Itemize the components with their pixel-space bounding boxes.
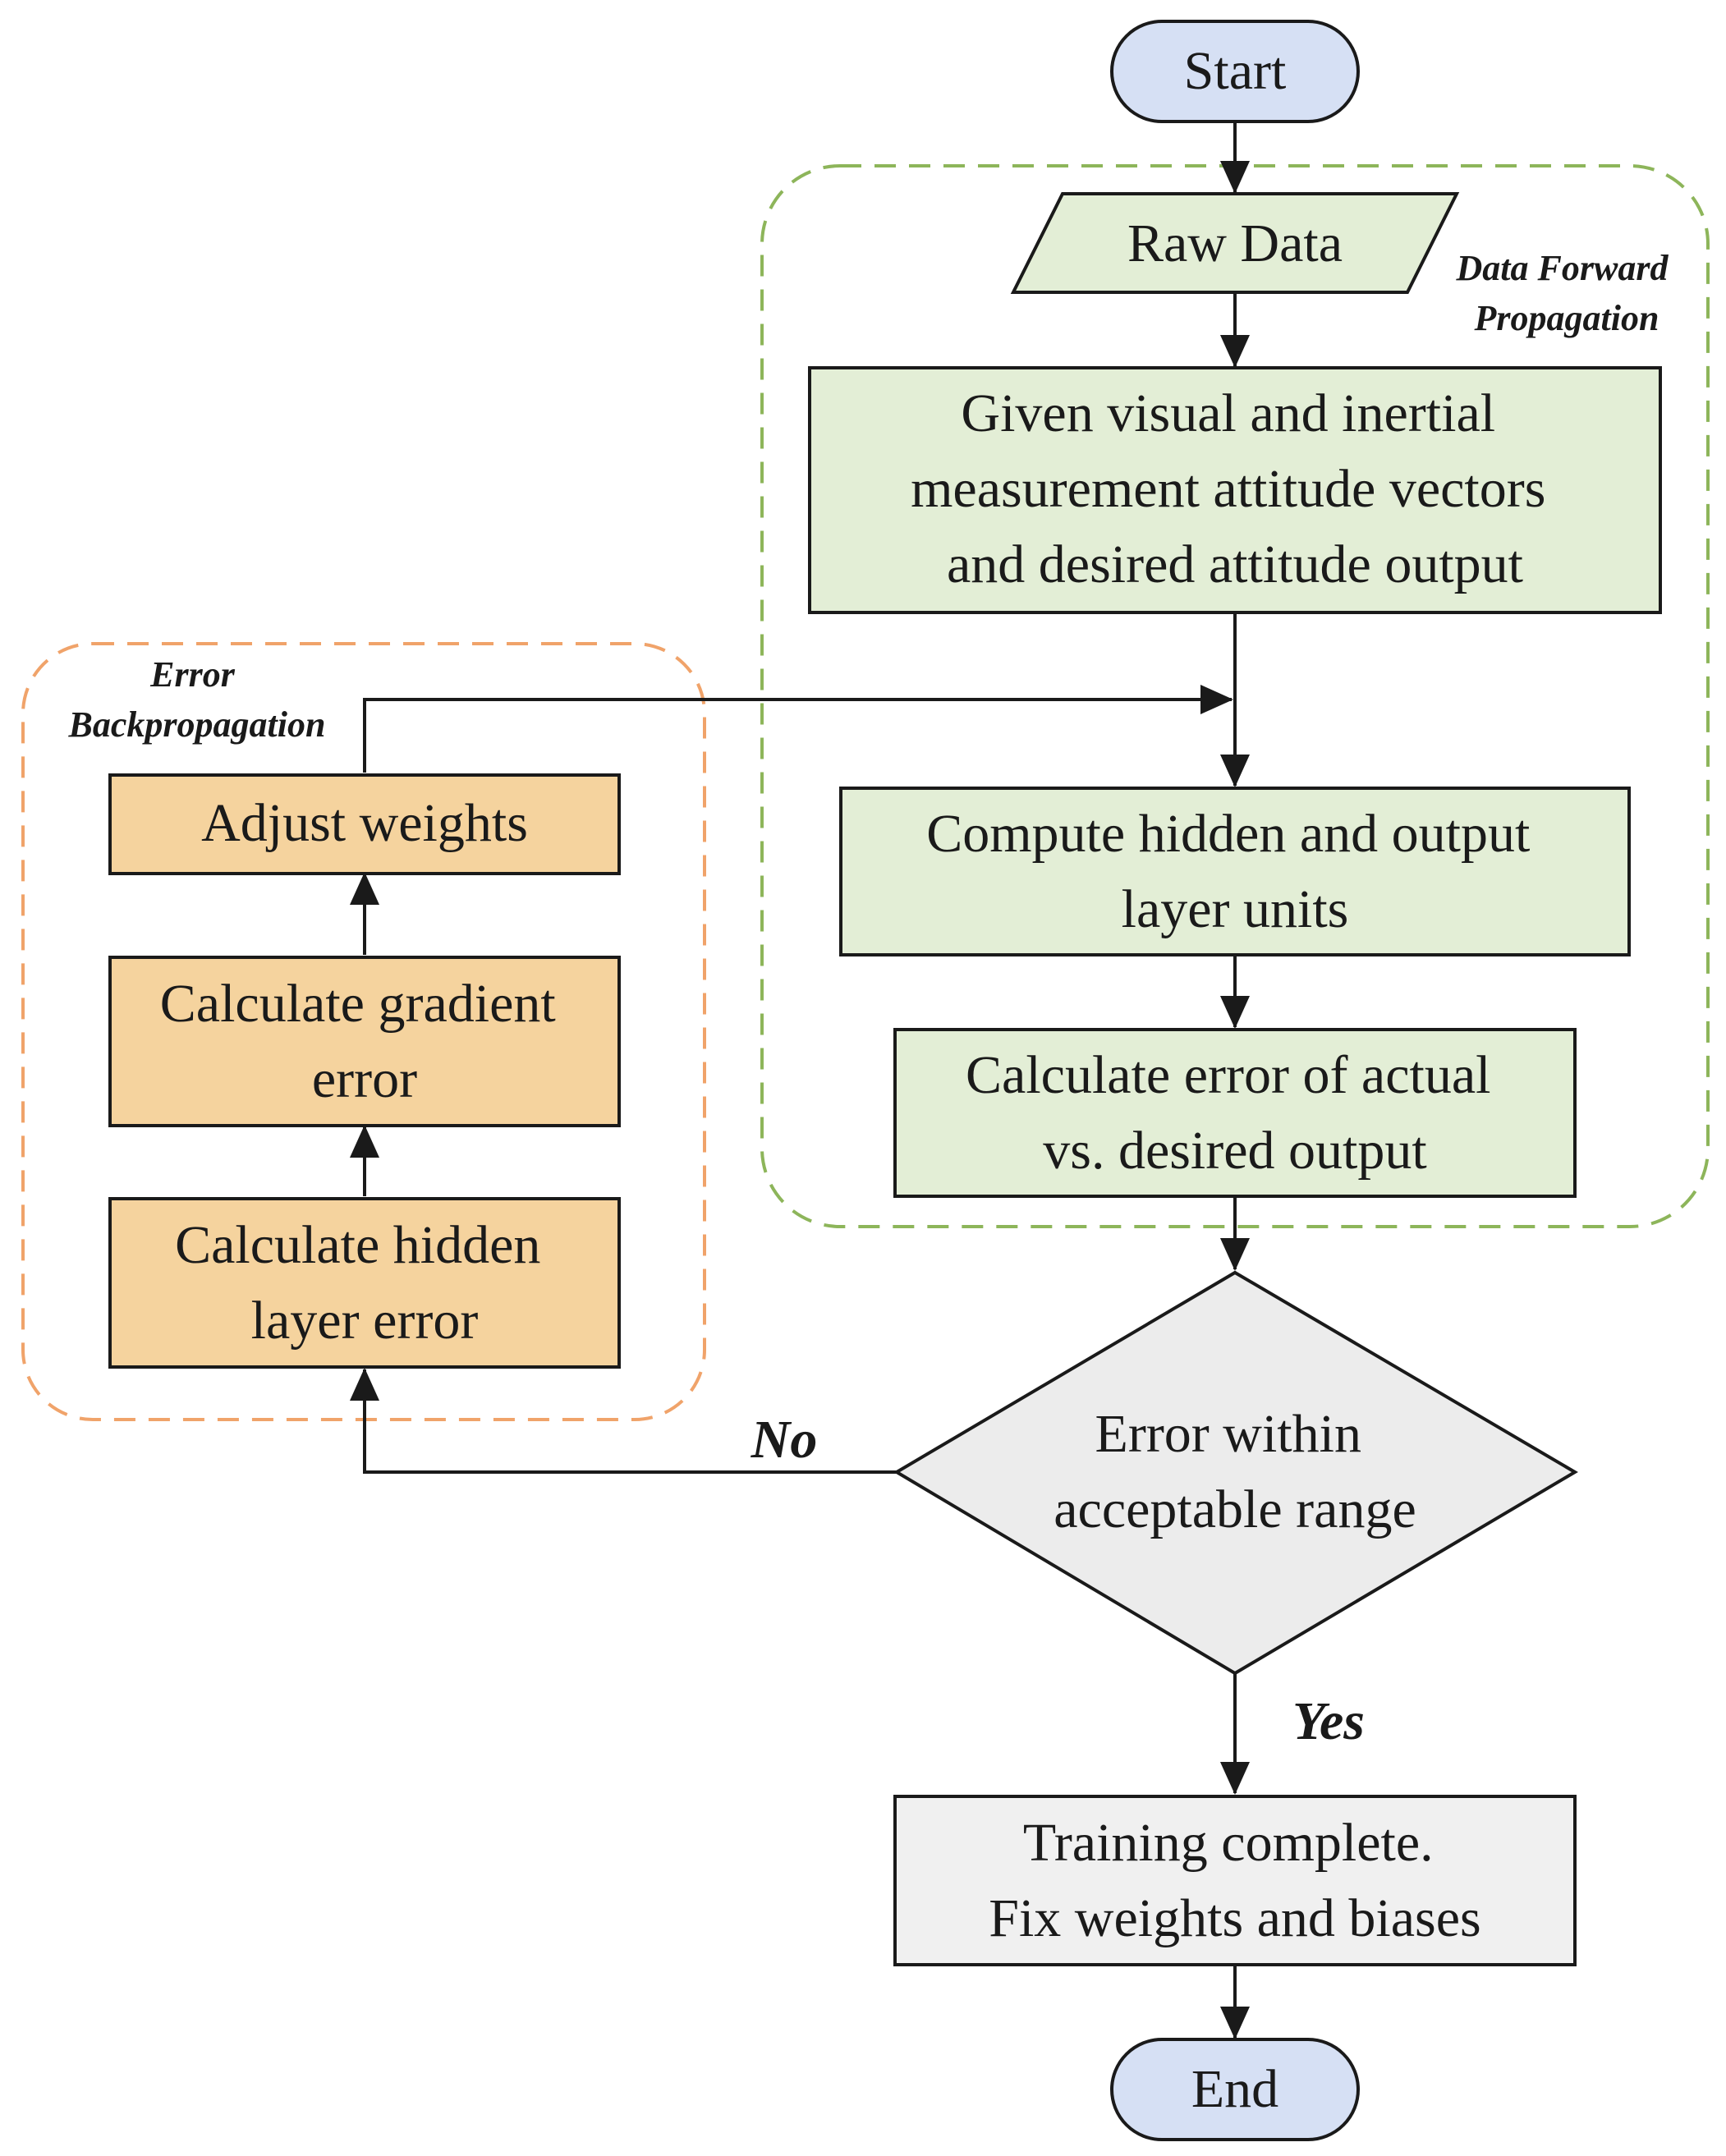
end-label: End	[1191, 2059, 1278, 2119]
compute-node: Compute hidden and output layer units	[839, 787, 1631, 956]
backward-group-label: Error Backpropagation	[68, 654, 326, 745]
compute-label: Compute hidden and output layer units	[926, 804, 1544, 939]
edge-decision-no	[350, 1368, 897, 1474]
decision-node: Error within acceptable range	[893, 1270, 1578, 1676]
forward-group-label: Data Forward Propagation	[1456, 248, 1678, 338]
given-node: Given visual and inertial measurement at…	[808, 366, 1662, 614]
hidden-error-node: Calculate hidden layer error	[108, 1197, 621, 1369]
start-label: Start	[1184, 41, 1287, 101]
start-node: Start	[1110, 20, 1360, 123]
edges	[350, 122, 1250, 2039]
end-node: End	[1110, 2038, 1360, 2141]
training-node: Training complete. Fix weights and biase…	[893, 1795, 1577, 1966]
decision-label: Error within acceptable range	[1054, 1404, 1416, 1539]
adjust-weights-label: Adjust weights	[201, 793, 528, 853]
given-label: Given visual and inertial measurement at…	[911, 383, 1559, 594]
calc-error-label: Calculate error of actual vs. desired ou…	[966, 1045, 1504, 1181]
adjust-weights-node: Adjust weights	[108, 773, 621, 875]
raw-data-label: Raw Data	[1127, 213, 1343, 273]
raw-data-node: Raw Data	[1010, 192, 1460, 294]
calc-error-node: Calculate error of actual vs. desired ou…	[893, 1028, 1577, 1198]
training-label: Training complete. Fix weights and biase…	[989, 1813, 1480, 1948]
yes-label: Yes	[1292, 1691, 1365, 1751]
gradient-node: Calculate gradient error	[108, 956, 621, 1127]
gradient-label: Calculate gradient error	[160, 974, 569, 1109]
hidden-error-label: Calculate hidden layer error	[175, 1215, 554, 1351]
edge-adjust-to-loop	[363, 685, 1233, 773]
no-label: No	[751, 1410, 818, 1470]
